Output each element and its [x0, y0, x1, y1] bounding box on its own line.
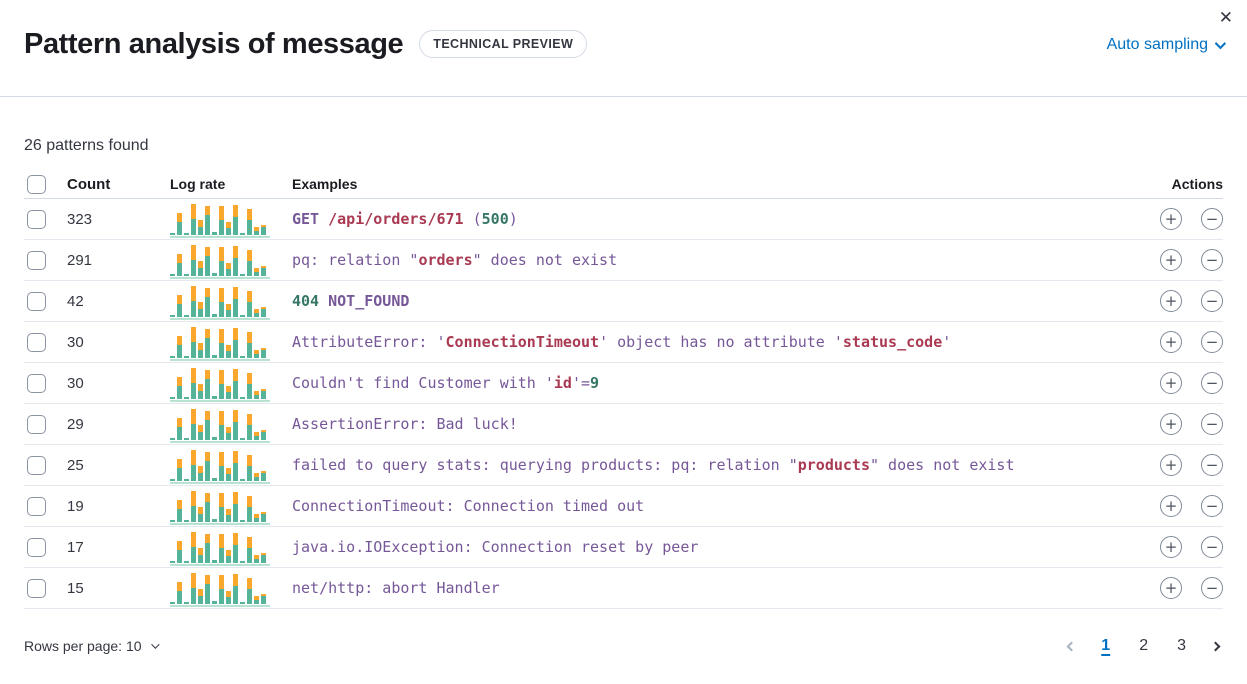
minus-in-circle-icon[interactable]: − — [1201, 249, 1223, 271]
table-row: 29 AssertionError: Bad luck! + − — [24, 404, 1223, 445]
row-checkbox[interactable] — [27, 373, 46, 393]
page-number-2[interactable]: 2 — [1132, 635, 1155, 657]
row-checkbox[interactable] — [27, 250, 46, 270]
example-text: net/http: abort Handler — [292, 578, 500, 597]
minus-in-circle-icon[interactable]: − — [1201, 577, 1223, 599]
page-number-1[interactable]: 1 — [1094, 635, 1117, 657]
patterns-found-count: 26 patterns found — [24, 137, 149, 154]
row-checkbox[interactable] — [27, 209, 46, 229]
table-row: 42 404 NOT_FOUND + − — [24, 281, 1223, 322]
log-rate-sparkline — [170, 283, 270, 320]
log-rate-sparkline — [170, 201, 270, 238]
log-rate-sparkline — [170, 447, 270, 484]
example-text: failed to query stats: querying products… — [292, 455, 1015, 474]
flyout-body: 26 patterns found Count Log rate Example… — [0, 137, 1247, 657]
row-checkbox[interactable] — [27, 414, 46, 434]
count-value: 15 — [67, 579, 84, 597]
row-checkbox[interactable] — [27, 496, 46, 516]
count-value: 25 — [67, 456, 84, 474]
table-row: 15 net/http: abort Handler + − — [24, 568, 1223, 609]
table-header-row: Count Log rate Examples Actions — [24, 170, 1223, 199]
plus-in-circle-icon[interactable]: + — [1160, 577, 1182, 599]
log-rate-sparkline — [170, 324, 270, 361]
next-page-icon[interactable] — [1208, 639, 1223, 654]
plus-in-circle-icon[interactable]: + — [1160, 495, 1182, 517]
plus-in-circle-icon[interactable]: + — [1160, 372, 1182, 394]
rows-per-page-label: Rows per page: 10 — [24, 638, 142, 654]
example-text: pq: relation "orders" does not exist — [292, 250, 618, 269]
table-row: 19 ConnectionTimeout: Connection timed o… — [24, 486, 1223, 527]
plus-in-circle-icon[interactable]: + — [1160, 413, 1182, 435]
count-value: 291 — [67, 251, 93, 269]
rows-per-page-dropdown[interactable]: Rows per page: 10 — [24, 638, 160, 654]
table-row: 30 Couldn't find Customer with 'id'=9 + … — [24, 363, 1223, 404]
row-checkbox[interactable] — [27, 578, 46, 598]
example-text: 404 NOT_FOUND — [292, 291, 410, 310]
page-title: Pattern analysis of message — [24, 28, 404, 60]
sampling-dropdown-label: Auto sampling — [1106, 36, 1208, 53]
table-row: 30 AttributeError: 'ConnectionTimeout' o… — [24, 322, 1223, 363]
row-checkbox[interactable] — [27, 455, 46, 475]
minus-in-circle-icon[interactable]: − — [1201, 413, 1223, 435]
pattern-analysis-flyout: Pattern analysis of message TECHNICAL PR… — [0, 0, 1247, 657]
column-header-log-rate: Log rate — [170, 176, 226, 192]
example-text: AttributeError: 'ConnectionTimeout' obje… — [292, 332, 952, 351]
sampling-dropdown[interactable]: Auto sampling — [1106, 36, 1227, 54]
minus-in-circle-icon[interactable]: − — [1201, 331, 1223, 353]
count-value: 30 — [67, 333, 84, 351]
column-header-count: Count — [67, 175, 111, 193]
log-rate-sparkline — [170, 365, 270, 402]
patterns-table: Count Log rate Examples Actions 323 GET … — [24, 170, 1223, 609]
count-value: 19 — [67, 497, 84, 515]
column-header-examples: Examples — [292, 176, 358, 192]
log-rate-sparkline — [170, 529, 270, 566]
count-value: 29 — [67, 415, 84, 433]
flyout-header: Pattern analysis of message TECHNICAL PR… — [0, 0, 1247, 97]
example-text: Couldn't find Customer with 'id'=9 — [292, 373, 600, 392]
technical-preview-badge: TECHNICAL PREVIEW — [419, 30, 588, 58]
plus-in-circle-icon[interactable]: + — [1160, 208, 1182, 230]
example-text: GET /api/orders/671 (500) — [292, 209, 518, 228]
count-value: 30 — [67, 374, 84, 392]
count-value: 17 — [67, 538, 84, 556]
count-value: 323 — [67, 210, 93, 228]
column-header-actions: Actions — [1171, 176, 1223, 192]
table-rows: 323 GET /api/orders/671 (500) + − 291 pq… — [24, 199, 1223, 609]
table-row: 291 pq: relation "orders" does not exist… — [24, 240, 1223, 281]
page-number-3[interactable]: 3 — [1170, 635, 1193, 657]
previous-page-icon[interactable] — [1064, 639, 1079, 654]
minus-in-circle-icon[interactable]: − — [1201, 454, 1223, 476]
minus-in-circle-icon[interactable]: − — [1201, 495, 1223, 517]
select-all-checkbox[interactable] — [27, 174, 46, 194]
minus-in-circle-icon[interactable]: − — [1201, 372, 1223, 394]
plus-in-circle-icon[interactable]: + — [1160, 536, 1182, 558]
row-checkbox[interactable] — [27, 537, 46, 557]
plus-in-circle-icon[interactable]: + — [1160, 290, 1182, 312]
log-rate-sparkline — [170, 570, 270, 607]
chevron-down-icon — [1214, 37, 1227, 50]
log-rate-sparkline — [170, 242, 270, 279]
log-rate-sparkline — [170, 406, 270, 443]
close-icon[interactable]: ✕ — [1213, 4, 1239, 33]
example-text: ConnectionTimeout: Connection timed out — [292, 496, 645, 515]
table-row: 17 java.io.IOException: Connection reset… — [24, 527, 1223, 568]
plus-in-circle-icon[interactable]: + — [1160, 454, 1182, 476]
minus-in-circle-icon[interactable]: − — [1201, 536, 1223, 558]
chevron-down-icon — [150, 640, 160, 649]
row-checkbox[interactable] — [27, 291, 46, 311]
example-text: AssertionError: Bad luck! — [292, 414, 518, 433]
count-value: 42 — [67, 292, 84, 310]
example-text: java.io.IOException: Connection reset by… — [292, 537, 699, 556]
plus-in-circle-icon[interactable]: + — [1160, 331, 1182, 353]
table-row: 25 failed to query stats: querying produ… — [24, 445, 1223, 486]
table-row: 323 GET /api/orders/671 (500) + − — [24, 199, 1223, 240]
minus-in-circle-icon[interactable]: − — [1201, 208, 1223, 230]
row-checkbox[interactable] — [27, 332, 46, 352]
plus-in-circle-icon[interactable]: + — [1160, 249, 1182, 271]
log-rate-sparkline — [170, 488, 270, 525]
minus-in-circle-icon[interactable]: − — [1201, 290, 1223, 312]
